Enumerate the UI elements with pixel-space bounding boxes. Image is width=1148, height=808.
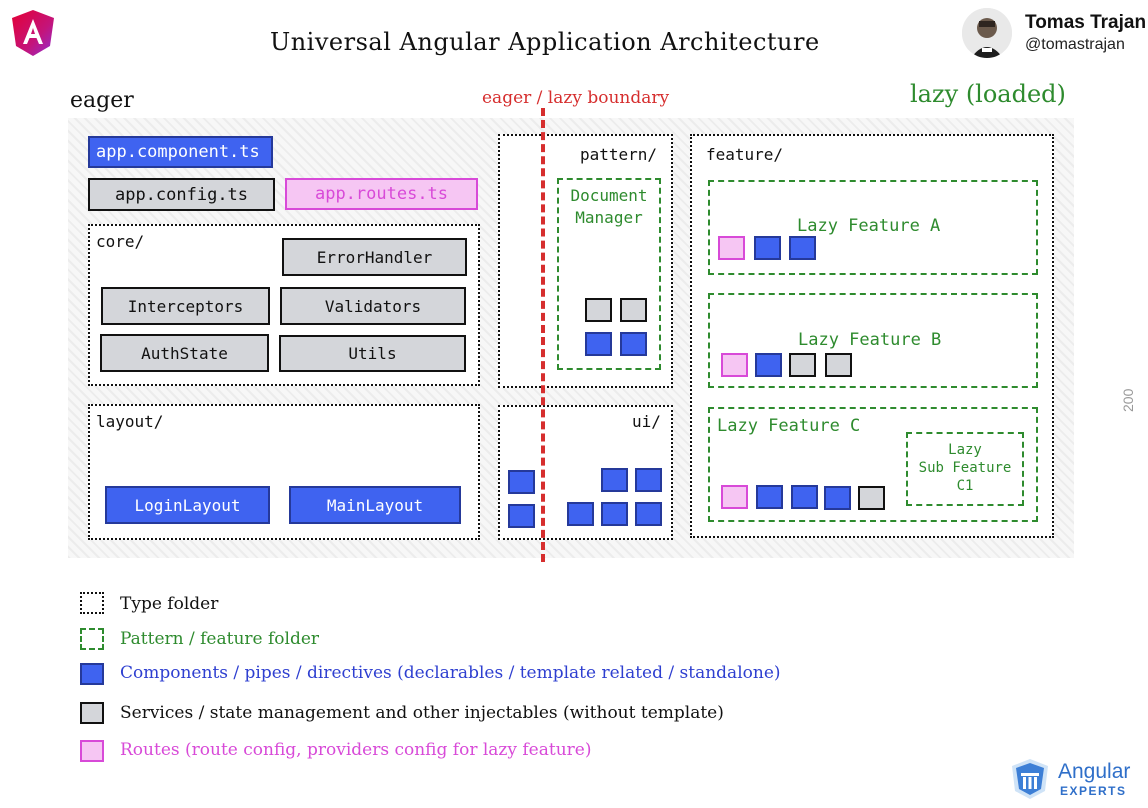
lazy-feature-a: [708, 180, 1038, 275]
feature-folder-label: feature/: [706, 145, 784, 164]
service-block: [858, 486, 885, 510]
declarable-block: [755, 353, 782, 377]
lazy-feature-b-label: Lazy Feature B: [798, 330, 942, 350]
avatar: [962, 8, 1012, 58]
ui-folder-label: ui/: [632, 412, 661, 431]
app-config-label: app.config.ts: [114, 184, 249, 205]
lazy-sub-feature-c1-label: Lazy Sub Feature C1: [906, 441, 1024, 495]
lazy-feature-c: [708, 407, 1038, 522]
declarable-block: [601, 502, 628, 526]
declarable-block: [824, 486, 851, 510]
auth-state-label: AuthState: [141, 343, 228, 363]
app-routes-file: app.routes.ts: [285, 178, 478, 210]
login-layout: LoginLayout: [105, 486, 270, 524]
lazy-sub-feature-c1: [906, 432, 1024, 506]
app-config-file: app.config.ts: [88, 178, 275, 211]
core-error-handler: ErrorHandler: [282, 238, 467, 276]
eager-lazy-boundary-line: [541, 108, 545, 562]
legend-declarables-swatch: [80, 663, 104, 685]
legend-services-swatch: [80, 702, 104, 724]
declarable-block: [508, 504, 535, 528]
angular-logo-icon: [10, 8, 56, 58]
service-block: [825, 353, 852, 377]
route-block: [721, 485, 748, 509]
validators-label: Validators: [324, 296, 422, 316]
author-name: Tomas Trajan: [1025, 12, 1147, 33]
declarable-block: [635, 502, 662, 526]
author-handle[interactable]: @tomastrajan: [1025, 36, 1125, 53]
page-title: Universal Angular Application Architectu…: [270, 28, 820, 56]
sub-feature-line2: Sub Feature: [918, 460, 1012, 476]
legend-pattern-folder-swatch: [80, 628, 104, 650]
app-component-label: app.component.ts: [96, 142, 260, 162]
declarable-block: [620, 332, 647, 356]
legend-routes-text: Routes (route config, providers config f…: [120, 740, 592, 760]
feature-folder: [690, 134, 1054, 538]
layout-folder-label: layout/: [96, 412, 164, 431]
route-block: [718, 236, 745, 260]
declarable-block: [508, 470, 535, 494]
legend-type-folder-text: Type folder: [120, 594, 219, 614]
app-routes-label: app.routes.ts: [314, 184, 449, 204]
document-manager-line1: Document: [570, 186, 648, 205]
declarable-block: [789, 236, 816, 260]
boundary-label: eager / lazy boundary: [482, 88, 670, 108]
document-manager-line2: Manager: [575, 208, 643, 227]
declarable-block: [567, 502, 594, 526]
eager-label: eager: [70, 88, 134, 113]
declarable-block: [754, 236, 781, 260]
sub-feature-line3: C1: [956, 478, 974, 494]
legend-declarables-text: Components / pipes / directives (declara…: [120, 663, 781, 683]
core-validators: Validators: [280, 287, 466, 325]
declarable-block: [756, 485, 783, 509]
main-layout-label: MainLayout: [326, 495, 424, 515]
interceptors-label: Interceptors: [127, 296, 244, 316]
lazy-feature-b: [708, 293, 1038, 388]
sub-feature-line1: Lazy: [948, 442, 982, 458]
angular-experts-logo-icon: [1010, 758, 1050, 800]
main-layout: MainLayout: [289, 486, 461, 524]
pattern-folder-label: pattern/: [580, 145, 658, 164]
document-manager-folder: [557, 178, 661, 370]
core-folder-label: core/: [96, 232, 145, 251]
core-interceptors: Interceptors: [101, 287, 270, 325]
legend-pattern-folder-text: Pattern / feature folder: [120, 629, 320, 649]
declarable-block: [601, 468, 628, 492]
error-handler-label: ErrorHandler: [316, 247, 433, 267]
service-block: [585, 298, 612, 322]
lazy-feature-a-label: Lazy Feature A: [797, 216, 941, 236]
lazy-feature-c-label: Lazy Feature C: [717, 416, 861, 436]
legend-services-text: Services / state management and other in…: [120, 703, 724, 723]
declarable-block: [791, 485, 818, 509]
declarable-block: [585, 332, 612, 356]
login-layout-label: LoginLayout: [134, 495, 241, 515]
core-auth-state: AuthState: [100, 334, 269, 372]
app-component-file: app.component.ts: [88, 136, 273, 168]
brand-subtitle: EXPERTS: [1060, 784, 1127, 798]
brand-name: Angular: [1058, 760, 1131, 783]
core-utils: Utils: [279, 335, 466, 372]
service-block: [789, 353, 816, 377]
utils-label: Utils: [348, 344, 397, 363]
service-block: [620, 298, 647, 322]
document-manager-label: Document Manager: [559, 185, 659, 229]
lazy-label: lazy (loaded): [910, 80, 1066, 108]
declarable-block: [635, 468, 662, 492]
legend-type-folder-swatch: [80, 592, 104, 614]
legend-routes-swatch: [80, 740, 104, 762]
route-block: [721, 353, 748, 377]
side-number: 200: [1120, 388, 1136, 412]
